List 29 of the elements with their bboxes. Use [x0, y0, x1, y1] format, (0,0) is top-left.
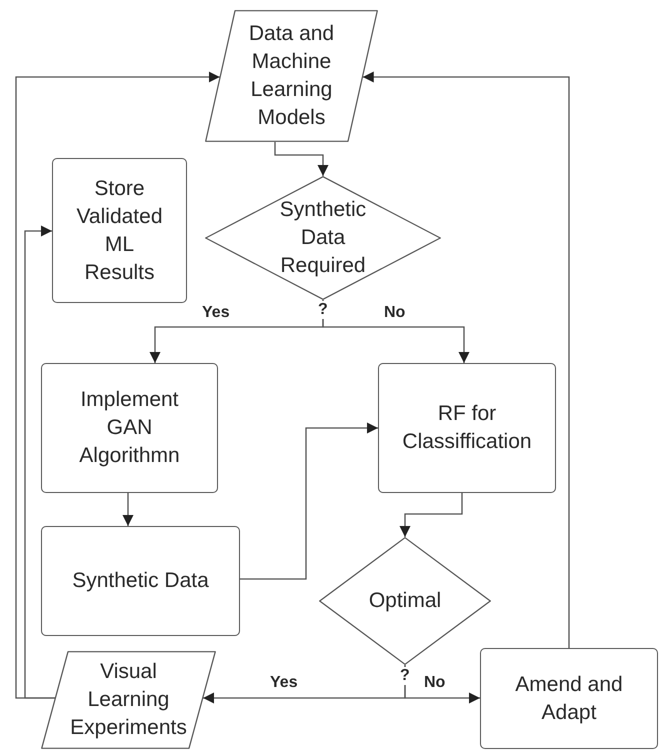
node-label: Synthetic Data: [71, 568, 210, 594]
node-label: Store Validated ML Results: [75, 176, 164, 286]
decision-mark: ?: [398, 667, 412, 685]
process-box: [41, 363, 218, 493]
data-parallelogram: [205, 10, 378, 142]
arrow: [240, 422, 378, 580]
decision-mark: ?: [316, 301, 330, 319]
arrow: [122, 493, 134, 526]
process-box: [378, 363, 556, 493]
arrow: [400, 493, 463, 537]
arrow: [15, 72, 220, 699]
node-label: Data and Machine Learning Models: [248, 21, 336, 131]
arrow: [362, 72, 570, 648]
node-label: Implement GAN Algorithmn: [78, 387, 181, 469]
node-label: RF for Classiffication: [401, 401, 533, 455]
process-box: [52, 158, 187, 303]
data-parallelogram: [41, 651, 216, 749]
decision-diamond: [205, 176, 441, 300]
node-label: Visual Learning Experiments: [69, 659, 188, 741]
process-box: [480, 648, 658, 749]
node-label: Synthetic Data Required: [278, 197, 368, 279]
arrow: [24, 226, 56, 699]
arrow: [274, 142, 328, 176]
arrow: [322, 300, 470, 363]
process-box: [41, 526, 240, 636]
node-label: Amend and Adapt: [514, 672, 624, 726]
arrow: [404, 665, 480, 704]
node-label: Optimal: [368, 588, 442, 614]
decision-diamond: [319, 537, 491, 665]
